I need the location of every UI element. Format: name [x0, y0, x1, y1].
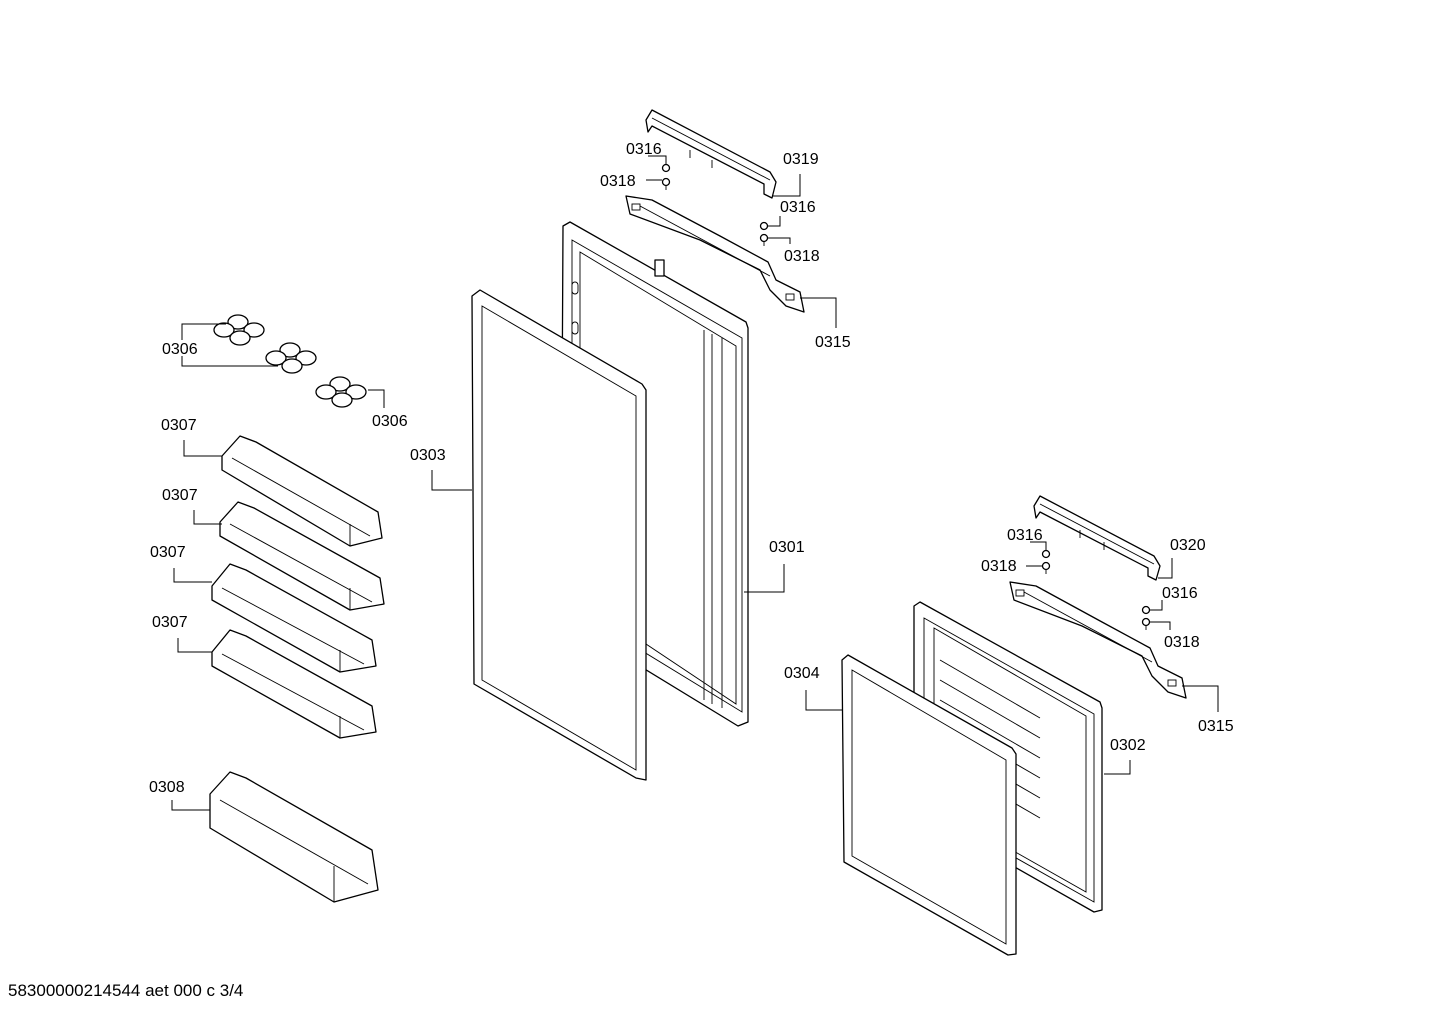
- label-0307-d: 0307: [152, 614, 188, 631]
- hinge-cover-upper: [645, 109, 777, 199]
- label-0318-a: 0318: [600, 173, 636, 190]
- egg-tray-1: [213, 314, 265, 346]
- label-0306-a: 0306: [162, 341, 198, 358]
- label-0302: 0302: [1110, 737, 1146, 754]
- hinge-cover-lower: [1033, 495, 1161, 581]
- document-footer-id: 58300000214544 aet 000 c 3/4: [8, 981, 244, 1000]
- label-0307-a: 0307: [161, 417, 197, 434]
- door-gasket-lower: [841, 654, 1017, 956]
- label-0301: 0301: [769, 539, 805, 556]
- door-shelf-4: [211, 629, 377, 739]
- label-0303: 0303: [410, 447, 446, 464]
- part-labels: 0301 0302 0303 0304 0306 0306 0307 0307 …: [149, 141, 1234, 796]
- egg-tray-3: [315, 376, 367, 408]
- label-0308: 0308: [149, 779, 185, 796]
- label-0306-b: 0306: [372, 413, 408, 430]
- label-0315-a: 0315: [815, 334, 851, 351]
- label-0318-b: 0318: [784, 248, 820, 265]
- door-shelf-2: [219, 501, 385, 611]
- label-0304: 0304: [784, 665, 820, 682]
- leader-lines: [171, 155, 1219, 811]
- label-0318-d: 0318: [1164, 634, 1200, 651]
- label-0319: 0319: [783, 151, 819, 168]
- label-0318-c: 0318: [981, 558, 1017, 575]
- label-0320: 0320: [1170, 537, 1206, 554]
- label-0307-b: 0307: [162, 487, 198, 504]
- bottle-shelf: [209, 771, 379, 903]
- egg-tray-2: [265, 342, 317, 374]
- label-0316-c: 0316: [1007, 527, 1043, 544]
- hinge-bracket-lower: [1009, 581, 1187, 699]
- door-shelf-3: [211, 563, 377, 673]
- label-0316-a: 0316: [626, 141, 662, 158]
- door-gasket-upper: [471, 289, 647, 781]
- label-0316-d: 0316: [1162, 585, 1198, 602]
- fastener-set: [661, 163, 1151, 630]
- label-0316-b: 0316: [780, 199, 816, 216]
- door-shelf-1: [221, 435, 383, 547]
- label-0315-b: 0315: [1198, 718, 1234, 735]
- hinge-bracket-upper: [625, 195, 805, 313]
- label-0307-c: 0307: [150, 544, 186, 561]
